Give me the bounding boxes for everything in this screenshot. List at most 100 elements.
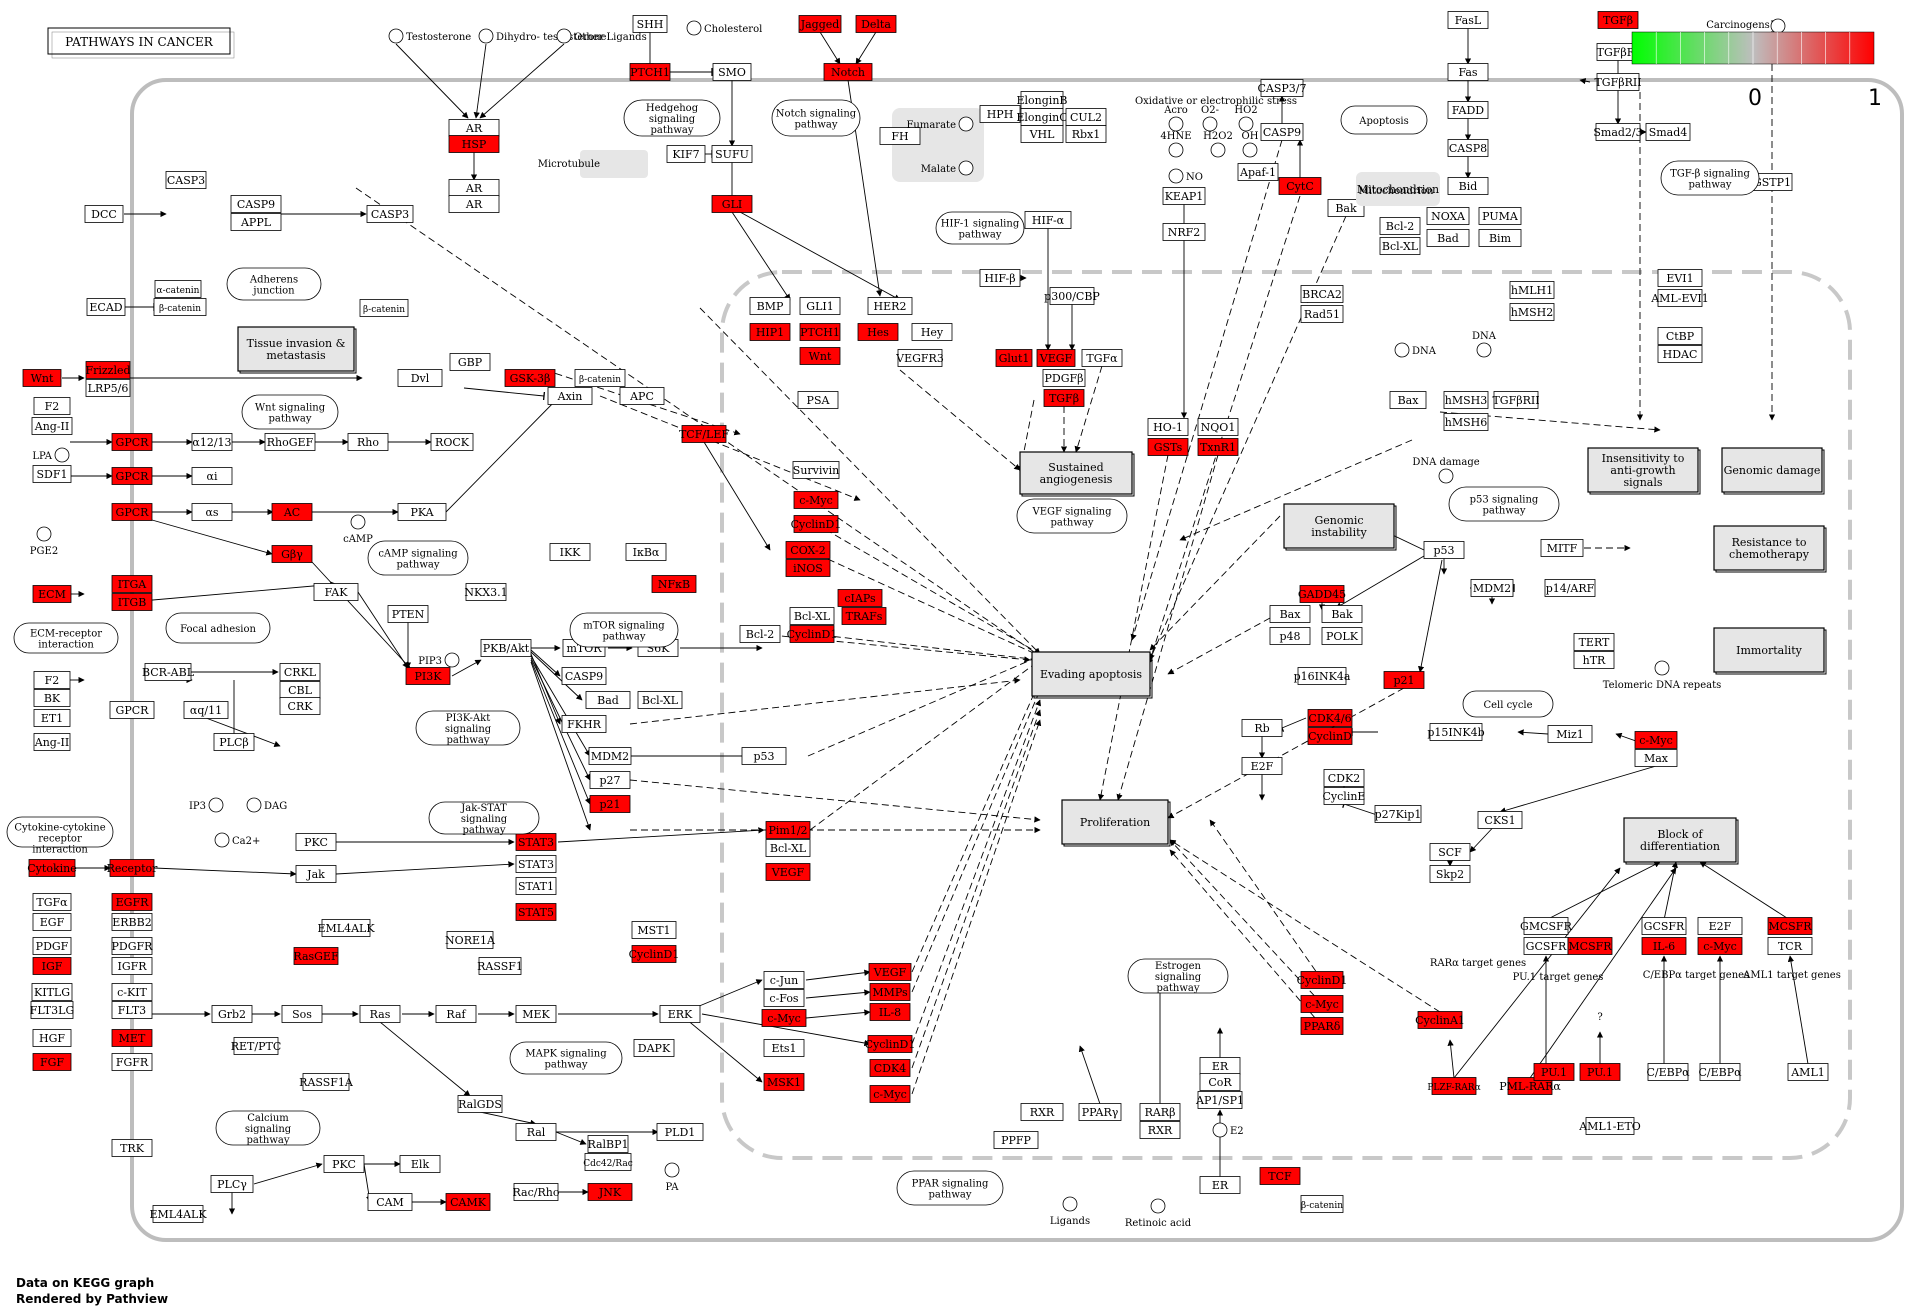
gene-node-smad4[interactable]: Smad4 (1645, 123, 1691, 141)
gene-node-sufu[interactable]: SUFU (711, 145, 753, 163)
gene-node-hgf[interactable]: HGF (32, 1029, 72, 1047)
gene-node-stat3[interactable]: STAT3 (515, 833, 557, 851)
gene-node-q-11[interactable]: αq/11 (183, 701, 229, 719)
gene-node-mdm2[interactable]: MDM2 (588, 747, 632, 765)
gene-node-stat3[interactable]: STAT3 (515, 855, 557, 873)
gene-node-erk[interactable]: ERK (659, 1005, 701, 1023)
gene-node-bcl-2[interactable]: Bcl-2 (1379, 217, 1421, 235)
gene-node-aml1[interactable]: AML1 (1787, 1063, 1829, 1081)
gene-node-fak[interactable]: FAK (313, 583, 359, 601)
gene-node-tgf[interactable]: TGFα (1081, 349, 1123, 367)
gene-node-tgf-rii[interactable]: TGFβRII (1492, 391, 1540, 409)
gene-node-g[interactable]: Gβγ (271, 545, 313, 563)
gene-node-catenin[interactable]: β-catenin (153, 298, 207, 316)
gene-node-c-myc[interactable]: c-Myc (1634, 731, 1678, 749)
gene-node-pi3k[interactable]: PI3K (405, 667, 451, 685)
gene-node-psa[interactable]: PSA (797, 391, 839, 409)
gene-node-frizzled[interactable]: Frizzled (85, 361, 131, 379)
gene-node-survivin[interactable]: Survivin (792, 461, 840, 479)
gene-node-pim1-2[interactable]: Pim1/2 (765, 821, 811, 839)
gene-node-shh[interactable]: SHH (632, 15, 668, 33)
gene-node-tcf[interactable]: TCF (1259, 1167, 1301, 1185)
gene-node-tgf[interactable]: TGFβ (1597, 11, 1639, 29)
gene-node-bk[interactable]: BK (33, 689, 71, 707)
gene-node-casp9[interactable]: CASP9 (230, 195, 282, 213)
gene-node-nore1a[interactable]: NORE1A (445, 931, 496, 949)
gene-node-gli[interactable]: GLI (711, 195, 753, 213)
gene-node-miz1[interactable]: Miz1 (1547, 725, 1593, 743)
gene-node-raf[interactable]: Raf (435, 1005, 477, 1023)
gene-node-aml1-eto[interactable]: AML1-ETO (1578, 1117, 1641, 1135)
gene-node-p14-arf[interactable]: p14/ARF (1544, 579, 1596, 597)
phenotype-mitochondrion[interactable]: Mitochondrion (1356, 172, 1440, 206)
gene-node-brca2[interactable]: BRCA2 (1300, 285, 1344, 303)
gene-node-nkx3-1[interactable]: NKX3.1 (464, 583, 508, 601)
phenotype-tissue-invasion-metastasis[interactable]: Tissue invasion &metastasis (237, 326, 357, 374)
gene-node-pkb-akt[interactable]: PKB/Akt (480, 639, 532, 657)
gene-node-smo[interactable]: SMO (712, 63, 752, 81)
gene-node-bid[interactable]: Bid (1447, 177, 1489, 195)
phenotype-immortality[interactable]: Immortality (1713, 627, 1827, 675)
gene-node-hmsh2[interactable]: hMSH2 (1509, 303, 1555, 321)
gene-node-grb2[interactable]: Grb2 (211, 1005, 253, 1023)
gene-node-gstp1[interactable]: GSTP1 (1751, 173, 1793, 191)
gene-node-camk[interactable]: CAMK (445, 1193, 491, 1211)
gene-node-crk[interactable]: CRK (279, 697, 321, 715)
gene-node-ctbp[interactable]: CtBP (1657, 327, 1703, 345)
gene-node-ralgds[interactable]: RalGDS (457, 1095, 503, 1113)
gene-node-gmcsfr[interactable]: GMCSFR (1520, 917, 1573, 935)
gene-node-ppar[interactable]: PPARδ (1300, 1017, 1344, 1035)
gene-node-sdf1[interactable]: SDF1 (32, 465, 72, 483)
gene-node-bad[interactable]: Bad (1426, 229, 1470, 247)
gene-node-pdgf[interactable]: PDGF (32, 937, 72, 955)
gene-node-il-6[interactable]: IL-6 (1641, 937, 1687, 955)
gene-node-ang-ii[interactable]: Ang-II (33, 733, 71, 751)
gene-node-ppar[interactable]: PPARγ (1078, 1103, 1122, 1121)
gene-node-ras[interactable]: Ras (359, 1005, 401, 1023)
gene-node-pten[interactable]: PTEN (387, 605, 429, 623)
gene-node-cdk4-6[interactable]: CDK4/6 (1307, 709, 1353, 727)
gene-node-aml-evi1[interactable]: AML-EVI1 (1650, 289, 1709, 307)
gene-node-bcl-xl[interactable]: Bcl-XL (1379, 237, 1421, 255)
gene-node-cam[interactable]: CAM (367, 1193, 413, 1211)
gene-node-ho-1[interactable]: HO-1 (1147, 418, 1189, 436)
gene-node-cytc[interactable]: CytC (1278, 177, 1322, 195)
gene-node-fasl[interactable]: FasL (1447, 11, 1489, 29)
gene-node-cyclind1[interactable]: CyclinD1 (865, 1035, 916, 1053)
gene-node-casp3[interactable]: CASP3 (366, 205, 414, 223)
gene-node-pld1[interactable]: PLD1 (656, 1123, 704, 1141)
gene-node-smad2-3[interactable]: Smad2/3 (1593, 123, 1643, 141)
gene-node-apc[interactable]: APC (619, 387, 665, 405)
gene-node-rhogef[interactable]: RhoGEF (264, 433, 316, 451)
gene-node-egfr[interactable]: EGFR (111, 893, 153, 911)
gene-node-er[interactable]: ER (1199, 1176, 1241, 1194)
gene-node-wnt[interactable]: Wnt (22, 369, 62, 387)
gene-node-hif[interactable]: HIF-β (979, 269, 1021, 287)
gene-node-f2[interactable]: F2 (33, 671, 71, 689)
gene-node-c-fos[interactable]: c-Fos (763, 989, 805, 1007)
gene-node-trk[interactable]: TRK (111, 1139, 153, 1157)
gene-node-cyclind1[interactable]: CyclinD1 (791, 515, 842, 533)
gene-node-catenin[interactable]: β-catenin (1300, 1195, 1344, 1213)
gene-node-evi1[interactable]: EVI1 (1657, 269, 1703, 287)
gene-node-receptor[interactable]: Receptor (107, 859, 159, 877)
gene-node-delta[interactable]: Delta (855, 15, 897, 33)
gene-node-txnr1[interactable]: TxnR1 (1197, 438, 1239, 456)
gene-node-plzf-rar[interactable]: PLZF-RARα (1427, 1077, 1481, 1095)
gene-node-kif7[interactable]: KIF7 (666, 145, 706, 163)
gene-node-p300-cbp[interactable]: p300/CBP (1044, 287, 1100, 305)
gene-node-tgf-ri[interactable]: TGFβRI (1596, 43, 1640, 61)
gene-node-vegfr3[interactable]: VEGFR3 (895, 349, 944, 367)
